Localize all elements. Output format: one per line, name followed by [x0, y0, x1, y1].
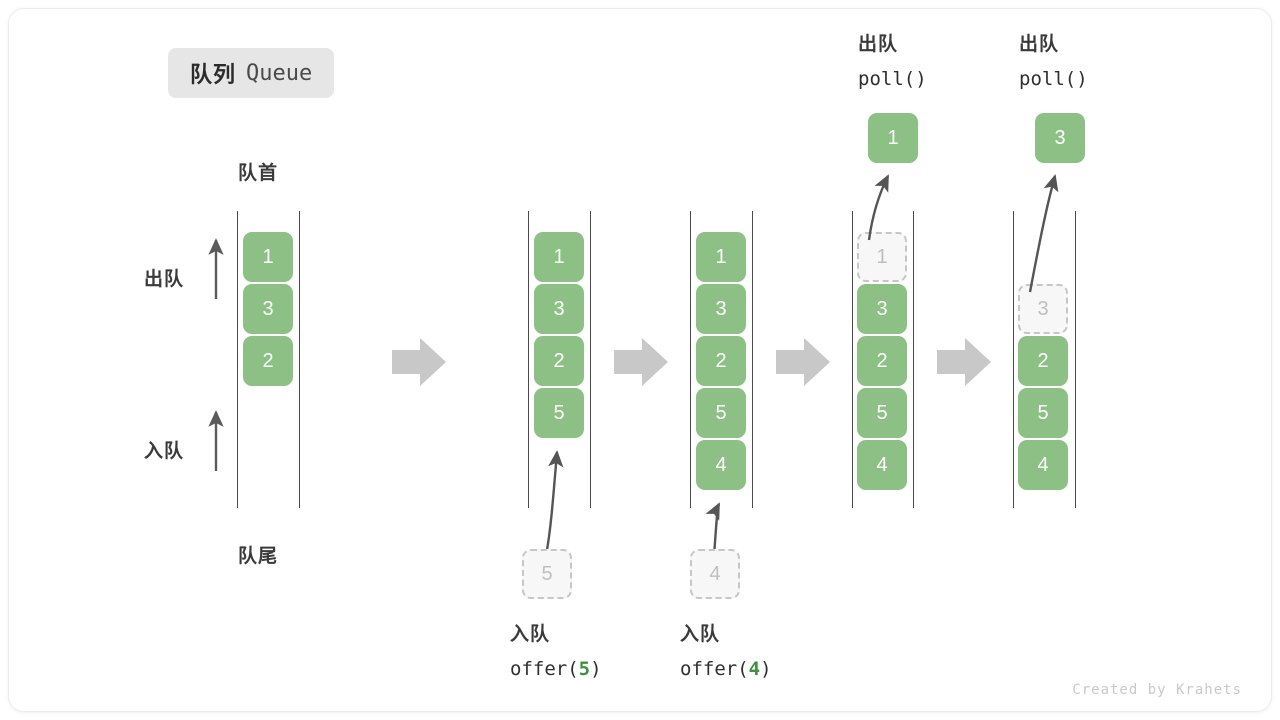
queue-rail-right-4 [913, 211, 914, 508]
caption-poll-1: 出队 poll() [858, 28, 927, 96]
label-enqueue-direction: 入队 [144, 441, 185, 462]
caption-offer-4-cn: 入队 [680, 624, 721, 645]
queue-rail-left-2 [528, 211, 529, 508]
queue-rail-right-5 [1075, 211, 1076, 508]
queue-rail-left-1 [237, 211, 238, 508]
queue-cell: 2 [1018, 336, 1068, 386]
queue-rail-right-1 [299, 211, 300, 508]
queue-rail-left-5 [1013, 211, 1014, 508]
queue-cell: 4 [696, 440, 746, 490]
diagram-title-cn: 队列 [190, 62, 237, 87]
label-dequeue-direction: 出队 [144, 269, 185, 290]
queue-cell: 5 [857, 388, 907, 438]
queue-rail-right-2 [590, 211, 591, 508]
queue-cell-ghost: 3 [1018, 284, 1068, 334]
caption-poll-1-code: poll() [858, 68, 927, 90]
label-queue-tail: 队尾 [238, 546, 279, 567]
queue-cell: 2 [243, 336, 293, 386]
caption-poll-3-code: poll() [1019, 68, 1088, 90]
pending-element-4: 4 [690, 549, 740, 599]
popped-element-3: 3 [1035, 113, 1085, 163]
queue-cell: 3 [534, 284, 584, 334]
queue-cell-ghost: 1 [857, 232, 907, 282]
queue-rail-right-3 [752, 211, 753, 508]
diagram-title-en: Queue [246, 60, 313, 86]
queue-cell: 2 [534, 336, 584, 386]
queue-cell: 1 [534, 232, 584, 282]
caption-offer-4-code: offer(4) [680, 658, 772, 680]
caption-poll-3-cn: 出队 [1019, 34, 1060, 55]
queue-cell: 3 [243, 284, 293, 334]
caption-poll-3: 出队 poll() [1019, 28, 1088, 96]
queue-cell: 1 [696, 232, 746, 282]
diagram-title-chip: 队列 Queue [168, 48, 335, 98]
queue-cell: 4 [857, 440, 907, 490]
caption-offer-5-cn: 入队 [510, 624, 551, 645]
queue-cell: 1 [243, 232, 293, 282]
caption-offer-4: 入队 offer(4) [680, 618, 772, 686]
diagram-card [8, 8, 1272, 712]
queue-rail-left-4 [852, 211, 853, 508]
queue-cell: 4 [1018, 440, 1068, 490]
caption-offer-5: 入队 offer(5) [510, 618, 602, 686]
caption-poll-1-cn: 出队 [858, 34, 899, 55]
queue-cell: 5 [1018, 388, 1068, 438]
queue-cell: 5 [696, 388, 746, 438]
label-queue-head: 队首 [238, 163, 279, 184]
popped-element-1: 1 [868, 113, 918, 163]
queue-cell: 3 [696, 284, 746, 334]
queue-cell: 2 [857, 336, 907, 386]
footer-credit: Created by Krahets [1072, 682, 1242, 698]
caption-offer-5-code: offer(5) [510, 658, 602, 680]
queue-cell: 3 [857, 284, 907, 334]
queue-cell: 5 [534, 388, 584, 438]
pending-element-5: 5 [522, 549, 572, 599]
queue-cell: 2 [696, 336, 746, 386]
queue-rail-left-3 [690, 211, 691, 508]
